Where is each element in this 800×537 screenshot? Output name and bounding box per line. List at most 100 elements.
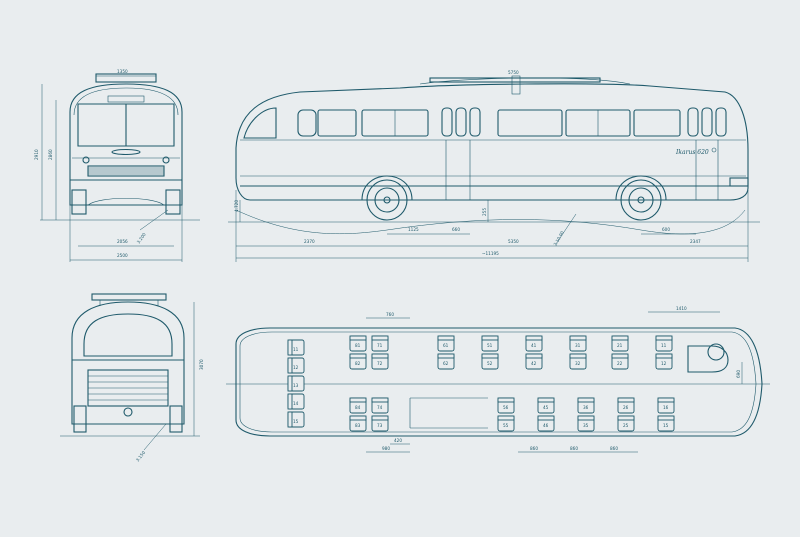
seat-number: 26 (623, 405, 629, 410)
seat: 74 (371, 397, 389, 414)
plan-seat-pitch-b-dim: 860 (570, 446, 578, 451)
seat: 15 (287, 411, 305, 428)
seat: 11 (655, 335, 673, 352)
seat-number: 21 (617, 343, 623, 348)
seat-number: 25 (623, 423, 629, 428)
plan-seat-pitch-top-dim: 760 (386, 312, 394, 317)
seat: 13 (287, 375, 305, 392)
seating-layout: 11 12 13 14 15 81 82 71 72 61 62 51 52 41 42 31 32 21 22 11… (287, 335, 675, 432)
seat: 25 (617, 415, 635, 432)
side-step-height-dim: 255 (482, 208, 487, 216)
seat: 52 (481, 353, 499, 370)
seat-number: 72 (377, 361, 383, 366)
front-width-dim: 2500 (117, 253, 128, 258)
seat-number: 46 (543, 423, 549, 428)
rear-height-dim: 3070 (199, 359, 204, 370)
seat-number: 12 (293, 365, 299, 370)
seat: 35 (577, 415, 595, 432)
seat: 36 (577, 397, 595, 414)
seat: 82 (349, 353, 367, 370)
seat-number: 22 (617, 361, 623, 366)
seat-number: 42 (531, 361, 537, 366)
seat: 45 (537, 397, 555, 414)
seat-number: 15 (663, 423, 669, 428)
seat: 81 (349, 335, 367, 352)
seat: 21 (611, 335, 629, 352)
plan-driver-depth-dim: 690 (736, 370, 741, 378)
seat-number: 56 (503, 405, 509, 410)
seat: 26 (617, 397, 635, 414)
side-wheelbase-dim: 5350 (508, 239, 519, 244)
seat-number: 11 (293, 347, 299, 352)
seat-number: 14 (293, 401, 299, 406)
seat: 73 (371, 415, 389, 432)
seat-number: 35 (583, 423, 589, 428)
seat: 31 (569, 335, 587, 352)
side-rear-axle-dim: 600 (662, 227, 670, 232)
seat-number: 32 (575, 361, 581, 366)
plan-door-width-dim: 980 (382, 446, 390, 451)
seat: 11 (287, 339, 305, 356)
rear-clearance-angle-dim: 3.150 (135, 450, 147, 463)
front-track-dim: 2056 (117, 239, 128, 244)
ikarus-logo: Ikarus 620 (675, 149, 709, 156)
plan-seat-pitch-c-dim: 860 (610, 446, 618, 451)
seat: 42 (525, 353, 543, 370)
seat-number: 13 (293, 383, 299, 388)
seat-number: 16 (663, 405, 669, 410)
front-height-body-dim: 2860 (48, 149, 53, 160)
seat-number: 74 (377, 405, 383, 410)
side-axle-mid-dim: 660 (452, 227, 460, 232)
seat-number: 71 (377, 343, 383, 348)
seat: 55 (497, 415, 515, 432)
side-front-clearance-dim: 4.720 (234, 200, 239, 212)
seat-number: 15 (293, 419, 299, 424)
seat-number: 55 (503, 423, 509, 428)
seat: 51 (481, 335, 499, 352)
seat-number: 36 (583, 405, 589, 410)
side-front-overhang-dim: 2370 (304, 239, 315, 244)
seat-number: 41 (531, 343, 537, 348)
seat-number: 11 (661, 343, 667, 348)
seat-number: 81 (355, 343, 361, 348)
side-total-length-dim: ~11195 (482, 251, 499, 256)
side-roof-rack-dim: 5750 (508, 70, 519, 75)
seat: 71 (371, 335, 389, 352)
seat: 14 (287, 393, 305, 410)
seat-number: 31 (575, 343, 581, 348)
plan-aisle-gap-dim: 420 (394, 438, 402, 443)
seat-number: 52 (487, 361, 493, 366)
seat: 61 (437, 335, 455, 352)
front-height-total-dim: 2910 (34, 149, 39, 160)
plan-driver-width-dim: 1410 (676, 306, 687, 311)
seat: 72 (371, 353, 389, 370)
front-top-width-dim: 1350 (117, 69, 128, 74)
front-view: 1350 2910 2860 2056 2500 3.200 (34, 69, 200, 262)
seat-number: 61 (443, 343, 449, 348)
seat-number: 84 (355, 405, 361, 410)
seat-number: 82 (355, 361, 361, 366)
side-angle-dim: 2.10.00 (553, 230, 565, 247)
plan-seat-pitch-a-dim: 860 (530, 446, 538, 451)
seat-number: 51 (487, 343, 493, 348)
seat-number: 73 (377, 423, 383, 428)
seat: 32 (569, 353, 587, 370)
seat: 16 (657, 397, 675, 414)
seat-number: 62 (443, 361, 449, 366)
seat: 41 (525, 335, 543, 352)
plan-view: 1410 760 690 420 980 860 860 860 1112131… (226, 306, 770, 453)
seat-number: 83 (355, 423, 361, 428)
rear-view: 3070 3.150 (60, 293, 204, 463)
seat: 15 (657, 415, 675, 432)
side-rear-overhang-dim: 2347 (690, 239, 701, 244)
side-front-axle-dim: 1125 (408, 227, 419, 232)
seat: 56 (497, 397, 515, 414)
seat: 46 (537, 415, 555, 432)
seat: 12 (287, 357, 305, 374)
seat: 84 (349, 397, 367, 414)
seat: 62 (437, 353, 455, 370)
seat-number: 12 (661, 361, 667, 366)
seat: 12 (655, 353, 673, 370)
